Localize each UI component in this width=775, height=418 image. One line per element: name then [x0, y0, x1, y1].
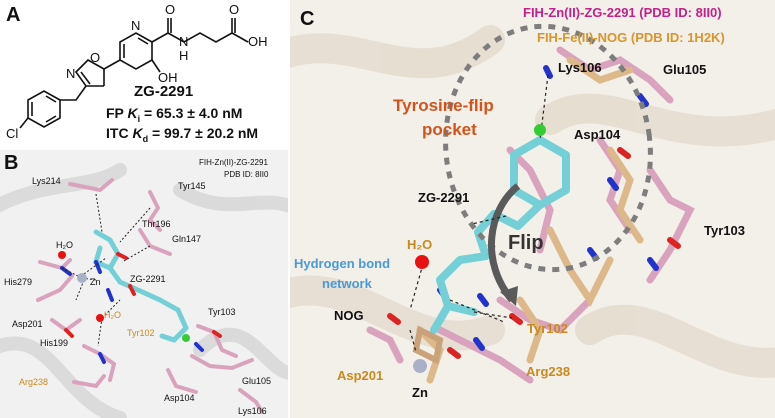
res-c-asp201: Asp201 [337, 368, 384, 383]
chlorine-atom [534, 124, 546, 136]
res-tyr145: Tyr145 [178, 181, 206, 191]
atom-o-isoxazole: O [90, 50, 100, 65]
itc-prefix: ITC [106, 125, 129, 141]
fp-sub: i [137, 113, 141, 124]
panel-b-title-1: FIH-Zn(II)-ZG-2291 [199, 158, 268, 167]
res-his199: His199 [40, 338, 69, 348]
atom-n-isoxazole: N [66, 66, 75, 81]
res-c-lys106: Lys106 [558, 60, 602, 75]
panel-letter-c: C [300, 8, 315, 30]
res-tyr102: Tyr102 [127, 328, 155, 338]
panel-c: C FIH-Zn(II)-ZG-2291 (PDB ID: 8II0) FIH-… [290, 0, 775, 418]
panel-b: B FIH-Zn(II)-ZG-2291 PDB ID: 8II0 Lys214… [0, 150, 288, 418]
res-zg2291: ZG-2291 [130, 274, 166, 284]
res-glu105: Glu105 [242, 376, 272, 386]
legend-1h2k: FIH-Fe(II)-NOG (PDB ID: 1H2K) [537, 30, 725, 45]
atom-n-amide: N [179, 34, 188, 49]
pocket-label-2: pocket [422, 120, 477, 139]
isoxazole-ring [74, 59, 105, 87]
fp-symbol: K [127, 105, 138, 121]
panel-c-render [290, 23, 775, 384]
res-c-zn: Zn [412, 385, 428, 400]
res-arg238: Arg238 [19, 377, 49, 387]
legend-8ii0: FIH-Zn(II)-ZG-2291 (PDB ID: 8II0) [523, 5, 722, 20]
res-lys214: Lys214 [32, 176, 61, 186]
fp-prefix: FP [106, 105, 124, 121]
res-asp201: Asp201 [12, 319, 43, 329]
res-c-asp104: Asp104 [574, 127, 621, 142]
water-a [58, 251, 66, 259]
fp-number: = 65.3 ± 4.0 nM [140, 105, 243, 121]
atom-oh-ring: OH [158, 70, 178, 85]
pocket-label-1: Tyrosine-flip [393, 96, 494, 115]
atom-cl: Cl [6, 126, 18, 141]
panel-b-render [0, 163, 288, 418]
res-h2o-b: H₂O [104, 310, 121, 320]
fp-ki-value: FP Ki = 65.3 ± 4.0 nM [106, 105, 242, 124]
res-c-arg238: Arg238 [526, 364, 571, 379]
panel-b-title-2: PDB ID: 8II0 [224, 170, 269, 179]
res-lys106: Lys106 [238, 406, 267, 416]
water-molecule [415, 255, 429, 269]
itc-sub: d [142, 133, 149, 144]
itc-kd-value: ITC Kd = 99.7 ± 20.2 nM [106, 125, 258, 144]
res-c-h2o: H₂O [407, 237, 433, 252]
atom-o-carbonyl: O [165, 2, 175, 17]
res-c-glu105: Glu105 [663, 62, 707, 77]
hbond-label-2: network [322, 276, 372, 291]
res-gln147: Gln147 [172, 234, 202, 244]
res-h2o-a: H₂O [56, 240, 73, 250]
water-b [96, 314, 104, 322]
res-thr196: Thr196 [142, 219, 171, 229]
res-c-nog: NOG [334, 308, 364, 323]
panel-letter-b: B [4, 152, 19, 174]
res-asp104: Asp104 [164, 393, 195, 403]
res-zn: Zn [90, 277, 101, 287]
res-c-tyr103: Tyr103 [704, 223, 745, 238]
flip-label: Flip [508, 232, 544, 254]
flip-arrow [488, 183, 521, 303]
panel-letter-a: A [6, 4, 21, 26]
itc-symbol: K [132, 125, 143, 141]
chlorine-atom [182, 334, 190, 342]
atom-h-amide: H [179, 48, 188, 63]
panel-a: O N H O OH OH N O N Cl A ZG-2291 FP Ki =… [0, 0, 288, 148]
compound-name: ZG-2291 [134, 83, 194, 100]
itc-number: = 99.7 ± 20.2 nM [148, 125, 259, 141]
hbond-label-1: Hydrogen bond [294, 256, 391, 271]
zg2291-structure: O N H O OH OH N O N Cl [6, 2, 268, 141]
atom-oh-acid: OH [248, 34, 268, 49]
zinc-atom [413, 359, 427, 373]
zinc-atom [77, 273, 87, 283]
res-tyr103: Tyr103 [208, 307, 236, 317]
res-c-tyr102: Tyr102 [527, 321, 568, 336]
atom-n-pyridine: N [131, 18, 140, 33]
res-his279: His279 [4, 277, 33, 287]
res-c-zg2291: ZG-2291 [418, 190, 470, 205]
pocket-ellipse [443, 23, 653, 273]
atom-o-acid: O [229, 2, 239, 17]
